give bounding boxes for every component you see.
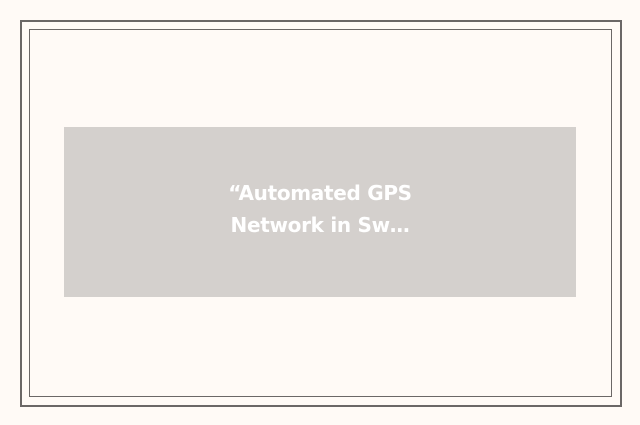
inner-frame-border — [29, 29, 612, 397]
alt-text-line-2: Network in Sw… — [230, 213, 410, 237]
image-alt-text: “Automated GPS Network in Sw… — [215, 177, 425, 241]
alt-text-line-1: “Automated GPS — [228, 181, 412, 205]
outer-frame-border — [20, 20, 622, 407]
image-placeholder[interactable]: “Automated GPS Network in Sw… — [64, 127, 576, 297]
